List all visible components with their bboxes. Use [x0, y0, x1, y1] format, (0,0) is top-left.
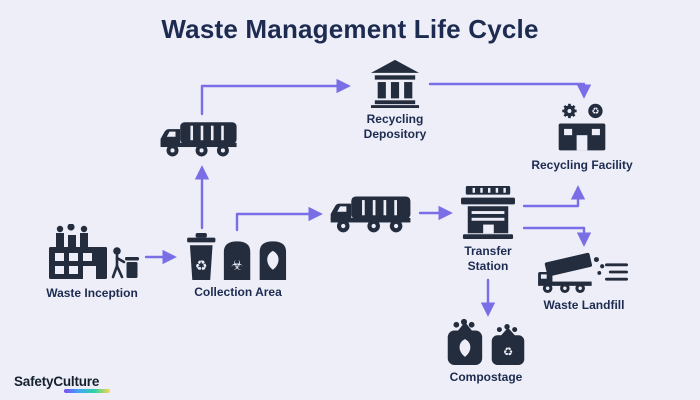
node-transfer-station: Transfer Station	[455, 186, 521, 274]
bank-icon	[370, 59, 420, 108]
waste-inception-label: Waste Inception	[46, 286, 138, 300]
dump-truck-icon	[538, 252, 628, 294]
node-recycling-facility: ♻ Recycling Facility	[530, 102, 634, 173]
recycle-glyph: ♻	[591, 107, 599, 117]
leaf-icon	[459, 339, 471, 357]
biohazard-bin-icon	[223, 241, 251, 281]
arrow-transfer-to-landfill	[522, 226, 592, 247]
person-icon	[113, 247, 121, 255]
trash-bin-icon	[125, 257, 139, 261]
waste-landfill-label: Waste Landfill	[543, 298, 625, 312]
recycling-facility-label: Recycling Facility	[531, 158, 633, 172]
recycling-depository-label: Recycling Depository	[363, 112, 427, 141]
safetyculture-logo: SafetyCulture	[14, 374, 110, 393]
recycle-badge-icon	[588, 103, 603, 119]
recycle-bin-icon	[189, 245, 213, 281]
transfer-station-icon	[461, 186, 515, 240]
logo-gradient-bar	[64, 389, 110, 393]
node-waste-inception: Waste Inception	[28, 224, 156, 301]
page-title: Waste Management Life Cycle	[161, 14, 539, 44]
compostage-label: Compostage	[449, 370, 523, 384]
garbage-truck-1-icon	[160, 122, 237, 157]
arrow-transfer-to-facility	[522, 185, 586, 208]
garbage-truck-2-icon	[330, 196, 411, 233]
transfer-station-label: Transfer Station	[464, 244, 512, 273]
arrow-collection-to-truck2	[235, 206, 323, 232]
node-recycling-depository: Recycling Depository	[358, 58, 432, 142]
recycling-facility-icon: ♻	[558, 103, 606, 151]
biohazard-glyph: ☣	[231, 259, 243, 274]
compost-bags-icon: ♻	[447, 318, 525, 365]
factory-and-person-icon	[49, 224, 139, 279]
logo-text: SafetyCulture	[14, 374, 100, 389]
node-waste-landfill: Waste Landfill	[532, 250, 636, 313]
waste-bins-icon: ♻ ☣	[187, 232, 287, 281]
recycle-glyph: ♻	[503, 344, 513, 358]
recycle-glyph: ♻	[195, 259, 208, 275]
leaf-icon	[267, 250, 279, 270]
node-compostage: ♻ Compostage	[438, 318, 534, 385]
node-collection-area: ♻ ☣ Collection Area	[182, 232, 294, 300]
arrow-truck1-to-depository	[200, 78, 351, 116]
collection-area-label: Collection Area	[194, 285, 282, 299]
arrow-depository-to-facility	[428, 82, 592, 99]
